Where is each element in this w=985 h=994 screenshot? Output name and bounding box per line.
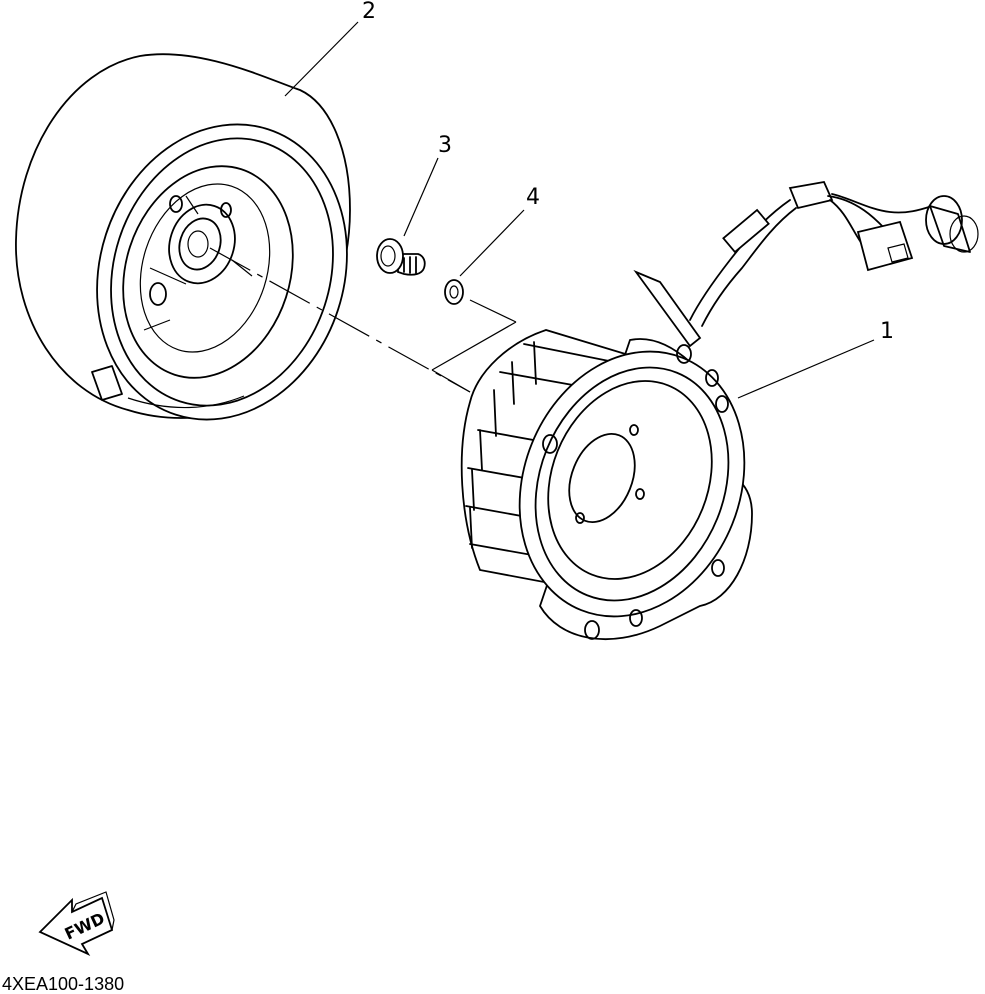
- bolt: [376, 238, 426, 276]
- stator-assembly: [460, 180, 979, 641]
- fwd-arrow-icon: FWD: [38, 891, 115, 957]
- callout-part-2: 2: [362, 0, 376, 24]
- drawing-code: 4XEA100-1380: [2, 974, 124, 994]
- callout-part-4: 4: [526, 185, 540, 210]
- leader-lines: [209, 21, 875, 399]
- callout-part-3: 3: [438, 133, 452, 158]
- washer: [444, 279, 464, 305]
- rotor-flywheel: [15, 53, 351, 421]
- callout-part-1: 1: [880, 319, 894, 344]
